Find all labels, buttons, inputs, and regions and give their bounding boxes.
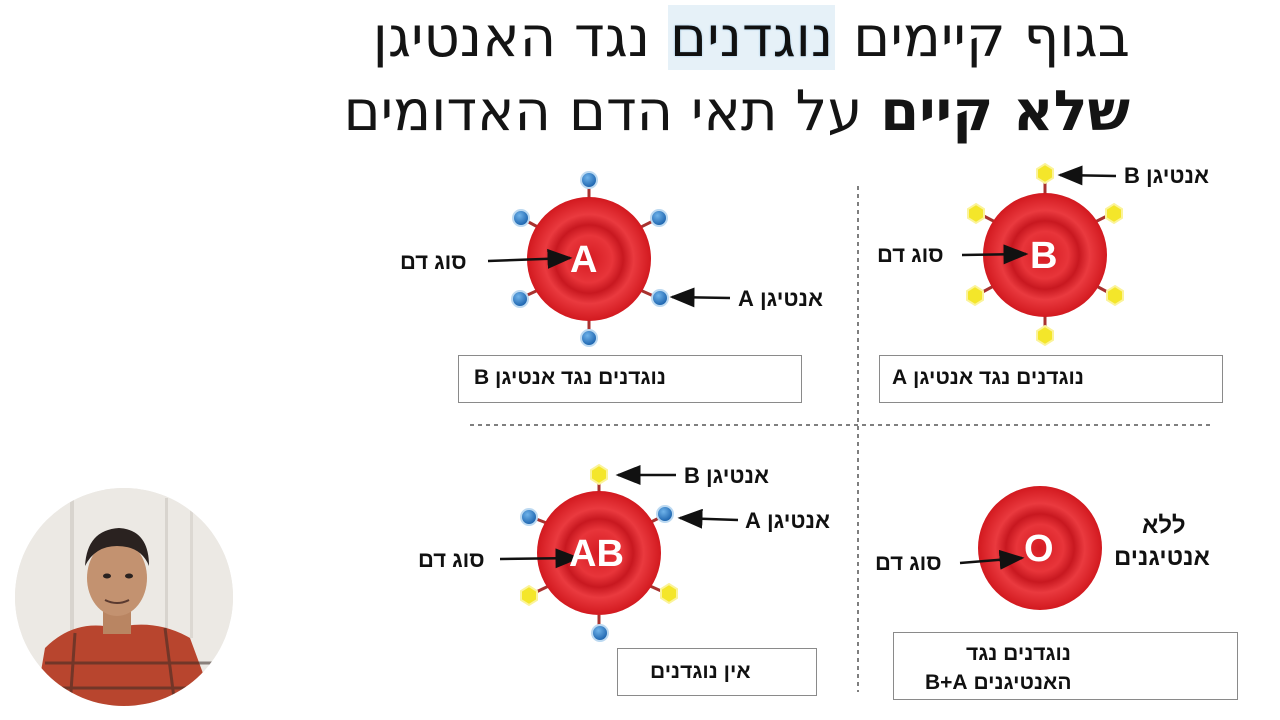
arrow-icon bbox=[499, 548, 581, 569]
antibody-text-o-line2: האנטיגנים B+A bbox=[925, 671, 1072, 694]
title-highlight: נוגדנים bbox=[667, 5, 836, 70]
cell-letter-a: A bbox=[570, 239, 598, 281]
antibody-box-b bbox=[879, 355, 1223, 403]
no-antigens-line1: ללא bbox=[1142, 512, 1186, 539]
no-antigens-line2: אנטיגנים bbox=[1114, 544, 1210, 571]
antibody-text-b: נוגדנים נגד אנטיגן A bbox=[892, 366, 1084, 389]
presenter-webcam bbox=[15, 488, 233, 706]
ab-antigen-b-label: אנטיגן B bbox=[684, 463, 770, 488]
antibody-text-a: נוגדנים נגד אנטיגן B bbox=[474, 366, 666, 389]
antibody-text-o-line1: נוגדנים נגד bbox=[966, 642, 1071, 665]
cell-a bbox=[487, 171, 731, 347]
title-line-2: שלא קיים על תאי הדם האדומים bbox=[343, 79, 1130, 144]
antigen-a-icon bbox=[511, 171, 669, 347]
cell-ab bbox=[499, 463, 739, 642]
cell-letter-o: O bbox=[1024, 528, 1054, 570]
cell-o bbox=[959, 486, 1102, 610]
arrow-icon bbox=[677, 508, 739, 529]
arrow-icon bbox=[669, 287, 731, 308]
blood-type-label-a: סוג דם bbox=[400, 249, 467, 274]
cell-letter-b: B bbox=[1030, 235, 1058, 277]
blood-type-label-o: סוג דם bbox=[875, 550, 942, 575]
title-bold: שלא קיים bbox=[880, 79, 1130, 144]
arrow-icon bbox=[959, 549, 1025, 570]
antibody-box-ab bbox=[617, 648, 817, 696]
antibody-box-a bbox=[458, 355, 802, 403]
blood-type-label-b: סוג דם bbox=[877, 242, 944, 267]
title-line-1: בגוף קיימים נוגדנים נגד האנטיגן bbox=[372, 5, 1130, 70]
antibody-box-o bbox=[893, 632, 1238, 700]
arrow-icon bbox=[961, 244, 1029, 265]
cell-b bbox=[961, 162, 1124, 347]
arrow-icon bbox=[1057, 165, 1117, 186]
presenter-avatar bbox=[15, 488, 233, 706]
blood-type-label-ab: סוג דם bbox=[418, 547, 485, 572]
antigen-b-label: אנטיגן B bbox=[1124, 163, 1210, 188]
antibody-text-ab: אין נוגדנים bbox=[650, 660, 751, 683]
ab-antigen-a-label: אנטיגן A bbox=[745, 508, 831, 533]
arrow-icon bbox=[487, 248, 573, 269]
antigen-b-icon bbox=[966, 162, 1124, 347]
antigen-a-label: אנטיגן A bbox=[738, 286, 824, 311]
cell-letter-ab: AB bbox=[569, 533, 624, 575]
